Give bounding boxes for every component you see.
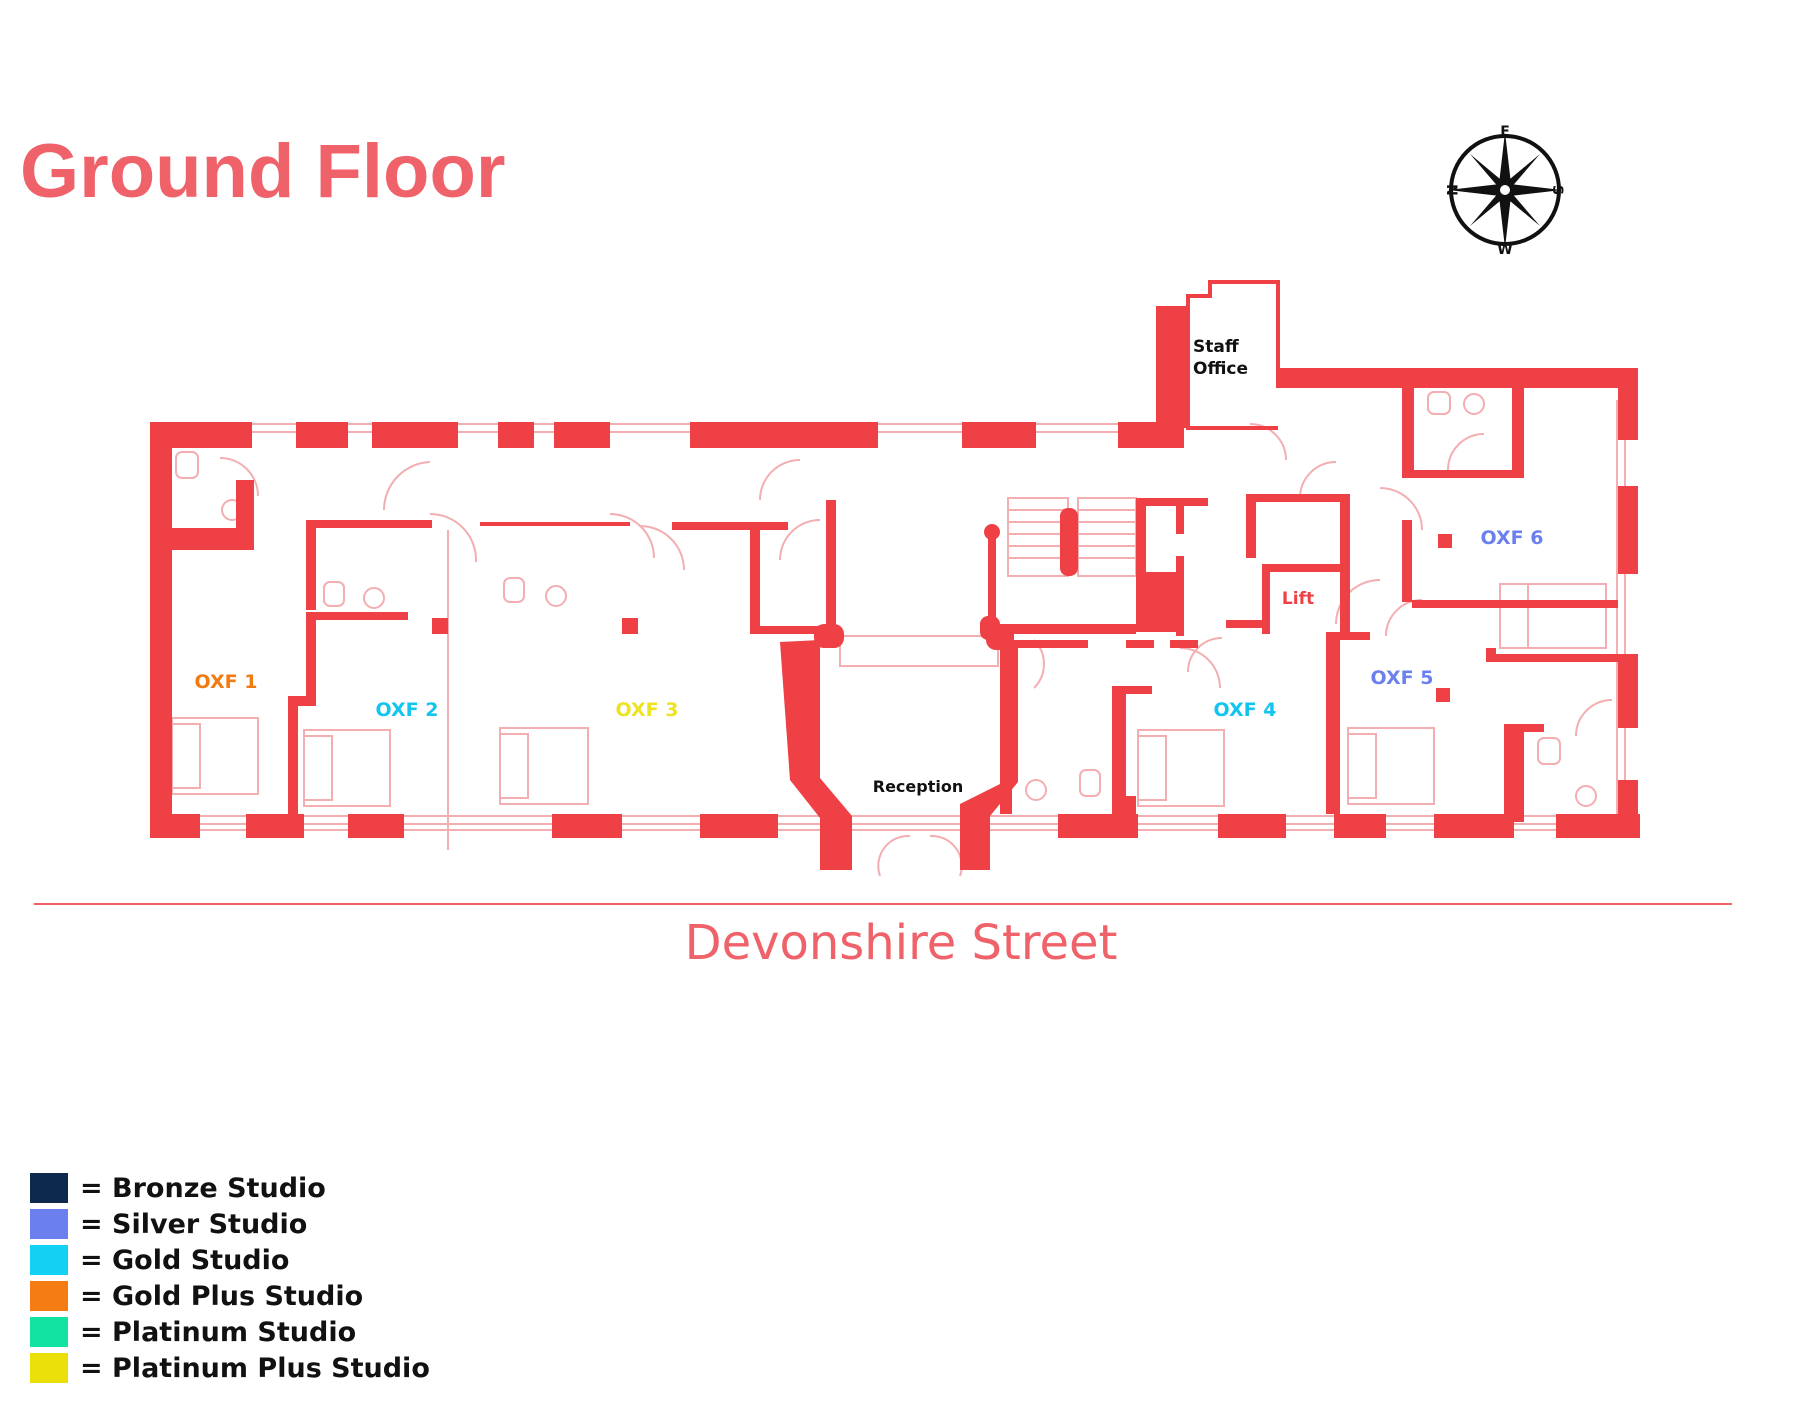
staff-office-label-line1: Staff xyxy=(1193,337,1239,357)
staff-office-label-line2: Office xyxy=(1193,359,1248,379)
legend-swatch-silver xyxy=(30,1209,68,1239)
legend-swatch-platinum xyxy=(30,1317,68,1347)
floor-title: Ground Floor xyxy=(20,129,506,214)
room-label-oxf6: OXF 6 xyxy=(1481,527,1544,549)
legend-label-silver: = Silver Studio xyxy=(80,1208,308,1240)
legend-swatch-gold xyxy=(30,1245,68,1275)
legend-item-silver: = Silver Studio xyxy=(30,1206,430,1242)
walls xyxy=(150,280,1640,870)
compass-s-label: S xyxy=(1549,185,1565,195)
legend-item-gold: = Gold Studio xyxy=(30,1242,430,1278)
compass-n-label: N xyxy=(1443,184,1459,196)
legend-label-bronze: = Bronze Studio xyxy=(80,1172,326,1204)
legend-label-gold: = Gold Studio xyxy=(80,1244,290,1276)
room-label-oxf3: OXF 3 xyxy=(616,699,679,721)
compass-rose-icon: E W N S xyxy=(1443,124,1565,258)
legend: = Bronze Studio = Silver Studio = Gold S… xyxy=(30,1170,430,1386)
room-label-oxf1: OXF 1 xyxy=(195,671,258,693)
legend-item-gold-plus: = Gold Plus Studio xyxy=(30,1278,430,1314)
compass-w-label: W xyxy=(1497,242,1512,258)
legend-label-platinum: = Platinum Studio xyxy=(80,1316,357,1348)
reception-label: Reception xyxy=(873,777,963,796)
room-label-oxf5: OXF 5 xyxy=(1371,667,1434,689)
street-label: Devonshire Street xyxy=(684,915,1118,971)
legend-swatch-gold-plus xyxy=(30,1281,68,1311)
legend-label-platinum-plus: = Platinum Plus Studio xyxy=(80,1352,430,1384)
compass-e-label: E xyxy=(1500,124,1510,140)
legend-swatch-bronze xyxy=(30,1173,68,1203)
legend-swatch-platinum-plus xyxy=(30,1353,68,1383)
lift-label: Lift xyxy=(1282,589,1314,609)
room-label-oxf4: OXF 4 xyxy=(1214,699,1277,721)
legend-item-platinum: = Platinum Studio xyxy=(30,1314,430,1350)
room-label-oxf2: OXF 2 xyxy=(376,699,439,721)
legend-item-platinum-plus: = Platinum Plus Studio xyxy=(30,1350,430,1386)
legend-item-bronze: = Bronze Studio xyxy=(30,1170,430,1206)
legend-label-gold-plus: = Gold Plus Studio xyxy=(80,1280,364,1312)
